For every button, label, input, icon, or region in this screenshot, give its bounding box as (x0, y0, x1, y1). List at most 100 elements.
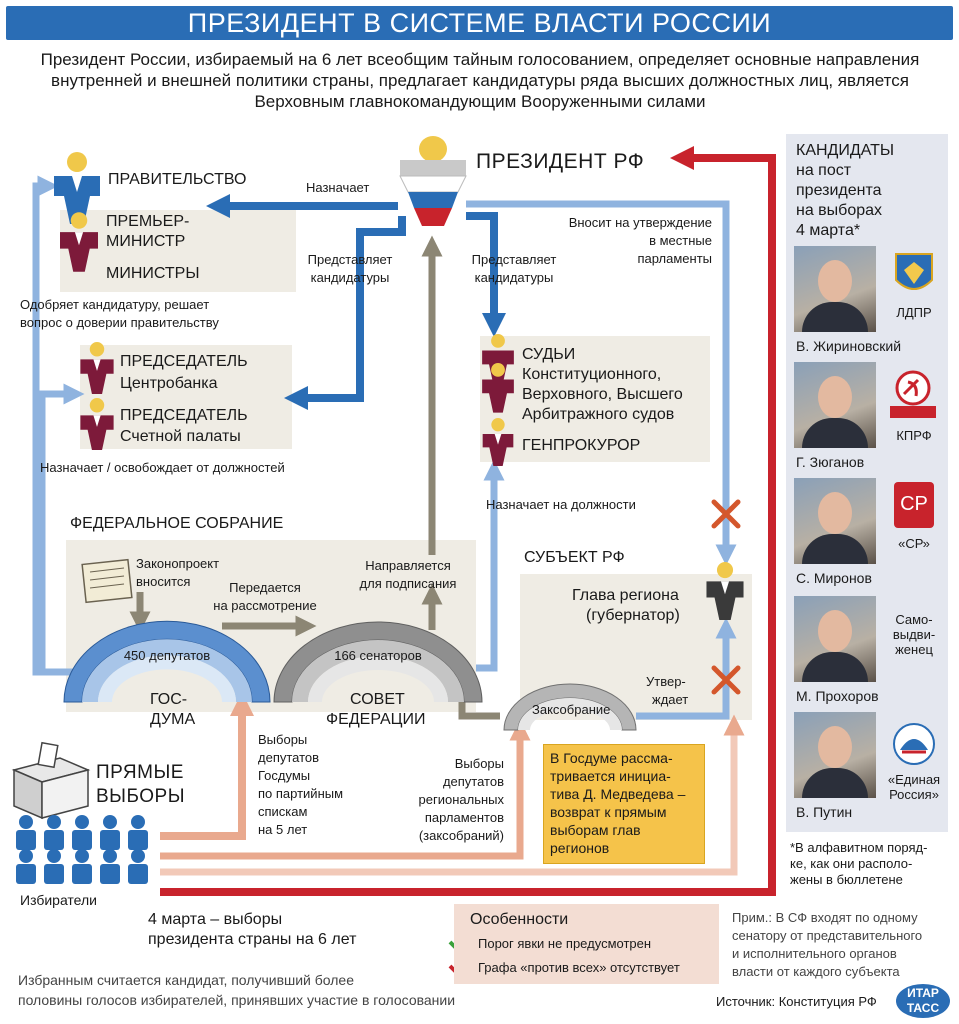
duma-elect-arrow (160, 692, 254, 840)
reg-elect-arrow (160, 719, 531, 860)
duma-elect-5: спискам (258, 804, 308, 819)
direct-label-1: ПРЯМЫЕ (96, 762, 184, 783)
candidate-name-4: М. Прохоров (796, 688, 879, 704)
duma-elect-4: по партийным (258, 786, 344, 801)
person-icon-sp (80, 398, 114, 450)
duma-elect-2: депутатов (258, 750, 320, 765)
bill-1: Законопроект (136, 556, 220, 571)
candidates-title-3: президента (796, 182, 882, 199)
voters-label: Избиратели (20, 892, 97, 908)
submits-1: Вносит на утверждение (568, 215, 712, 230)
features-title: Особенности (470, 911, 569, 928)
sf-note-3: и исполнительного органов (732, 946, 897, 961)
subject-label: СУБЪЕКТ РФ (524, 549, 625, 566)
judges-label-3: Верховного, Высшего (522, 386, 683, 403)
bill-2: вносится (136, 574, 191, 589)
appoints-dismisses: Назначает / освобождает от должностей (40, 460, 285, 475)
title-bar: ПРЕЗИДЕНТ В СИСТЕМЕ ВЛАСТИ РОССИИ (6, 6, 953, 40)
sf-label-2: ФЕДЕРАЦИИ (326, 711, 426, 728)
dismisses-arrow (38, 383, 85, 672)
president-icon (399, 136, 467, 226)
approves-2: вопрос о доверии правительству (20, 315, 219, 330)
sf-note-4: власти от каждого субъекта (732, 964, 900, 979)
reg-elect-5: (заксобраний) (418, 828, 504, 843)
page-title: ПРЕЗИДЕНТ В СИСТЕМЕ ВЛАСТИ РОССИИ (187, 8, 772, 38)
sf-label-1: СОВЕТ (350, 691, 405, 708)
nominates-left-arrow (284, 216, 406, 410)
agency-logo: ИТАР ТАСС (896, 984, 950, 1018)
svg-text:СР: СР (900, 493, 928, 515)
candidates-title-1: КАНДИДАТЫ (796, 142, 895, 159)
note-line-4: возврат к прямым (550, 804, 667, 820)
party-4-line-2: выдви- (892, 627, 936, 642)
signing-1: Направляется (365, 558, 451, 573)
person-icon-cb (80, 342, 114, 394)
direct-gov-arrow (160, 714, 745, 876)
candidate-name-5: В. Путин (796, 804, 853, 820)
features-box (454, 904, 719, 984)
medvedev-note: В Госдуме рассма- тривается инициа- тива… (543, 744, 705, 864)
candidates-title-2: на пост (796, 162, 852, 179)
note-line-6: регионов (550, 840, 610, 856)
duma-label-2: ДУМА (150, 711, 196, 728)
sp-label-1: ПРЕДСЕДАТЕЛЬ (120, 407, 248, 424)
party-3: «СР» (898, 536, 930, 551)
candidate-photo-5 (794, 712, 876, 798)
reg-elect-1: Выборы (454, 756, 504, 771)
candidate-photo-4 (794, 596, 876, 682)
person-icon-prosecutor (482, 418, 514, 466)
candidates-title-5: 4 марта* (796, 222, 861, 239)
cb-label-1: ПРЕДСЕДАТЕЛЬ (120, 353, 248, 370)
feature-1: Порог явки не предусмотрен (478, 936, 652, 951)
party-4-line-3: женец (895, 642, 933, 657)
elected-note-1: Избранным считается кандидат, получивший… (18, 972, 355, 988)
judges-label-1: СУДЬИ (522, 346, 576, 363)
elected-note-2: половины голосов избирателей, принявших … (18, 992, 456, 1008)
duma-elect-6: на 5 лет (258, 822, 308, 837)
ldpr-logo-icon (895, 253, 933, 290)
judges-label-2: Конституционного, (522, 366, 662, 383)
president-label: ПРЕЗИДЕНТ РФ (476, 150, 645, 173)
party-1: ЛДПР (896, 305, 932, 320)
candidate-photo-1 (794, 246, 876, 332)
sf-hall (273, 621, 483, 703)
appoints-posts: Назначает на должности (486, 497, 636, 512)
fed-assembly-label: ФЕДЕРАЛЬНОЕ СОБРАНИЕ (70, 515, 284, 532)
government-label: ПРАВИТЕЛЬСТВО (108, 171, 247, 188)
voter-icon (16, 815, 148, 884)
direct-label-2: ВЫБОРЫ (96, 786, 186, 807)
nominates-left-2: кандидатуры (310, 270, 390, 285)
kprf-logo-icon (890, 370, 936, 418)
pm-label-1: ПРЕМЬЕР- (106, 213, 190, 230)
party-4: Само- выдви- женец (884, 612, 944, 657)
candidates-footnote-1: *В алфавитном поряд- (790, 840, 928, 855)
cross-icon-2 (711, 665, 741, 695)
nominates-right-2: кандидатуры (474, 270, 554, 285)
er-logo-icon (893, 723, 935, 765)
prosecutor-label: ГЕНПРОКУРОР (522, 437, 641, 454)
governor-label-1: Глава региона (572, 587, 679, 604)
judges-panel (480, 336, 710, 462)
duma-elect-1: Выборы (258, 732, 308, 747)
agency-line-1: ИТАР (907, 986, 939, 1000)
party-5-line-1: «Единая (887, 772, 941, 787)
cross-icon-1 (711, 499, 741, 529)
candidate-name-1: В. Жириновский (796, 338, 902, 354)
judges-label-4: Арбитражного судов (522, 406, 675, 423)
party-4-line-1: Само- (895, 612, 933, 627)
candidates-title: КАНДИДАТЫ на пост президента на выборах … (796, 141, 894, 241)
party-2: КПРФ (896, 428, 932, 443)
submits-3: парламенты (637, 251, 712, 266)
sp-label-2: Счетной палаты (120, 428, 241, 445)
officials-panel (80, 345, 292, 449)
duma-seats: 450 депутатов (123, 648, 211, 663)
nominates-right-1: Представляет (471, 252, 557, 267)
government-panel (60, 210, 296, 292)
party-5-line-2: Россия» (889, 787, 939, 802)
nominates-left-1: Представляет (307, 252, 393, 267)
duma-label-1: ГОС- (150, 691, 188, 708)
person-icon-judges (482, 334, 514, 413)
nominates-right-arrow (466, 212, 506, 337)
source-label: Источник: Конституция РФ (716, 994, 877, 1009)
